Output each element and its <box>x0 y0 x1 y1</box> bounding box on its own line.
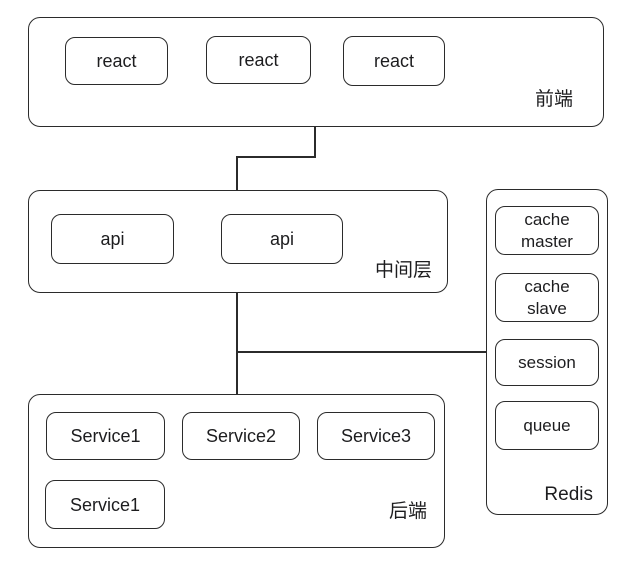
node-service3: Service3 <box>317 412 435 460</box>
node-session: session <box>495 339 599 386</box>
node-react-2: react <box>206 36 311 84</box>
frontend-label: 前端 <box>534 89 573 110</box>
connector-frontend-down-line <box>314 127 316 158</box>
node-react-1: react <box>65 37 168 85</box>
node-api-2: api <box>221 214 343 264</box>
connector-middleware-backend-line <box>236 292 238 395</box>
middleware-label: 中间层 <box>374 260 432 281</box>
node-service1-replica: Service1 <box>45 480 165 529</box>
node-service2: Service2 <box>182 412 300 460</box>
node-cache-slave: cache slave <box>495 273 599 322</box>
middleware-container: api api 中间层 <box>28 190 448 293</box>
frontend-container: react react react 前端 <box>28 17 604 127</box>
node-api-1: api <box>51 214 174 264</box>
connector-middleware-top-line <box>236 156 238 191</box>
backend-label: 后端 <box>388 501 427 522</box>
node-react-3: react <box>343 36 445 86</box>
node-cache-master: cache master <box>495 206 599 255</box>
node-queue: queue <box>495 401 599 450</box>
node-service1: Service1 <box>46 412 165 460</box>
backend-container: Service1 Service2 Service3 Service1 后端 <box>28 394 445 548</box>
redis-container: cache master cache slave session queue R… <box>486 189 608 515</box>
connector-frontend-middleware-horizontal-line <box>236 156 316 158</box>
redis-label: Redis <box>544 484 593 505</box>
connector-redis-branch-line <box>236 351 486 353</box>
